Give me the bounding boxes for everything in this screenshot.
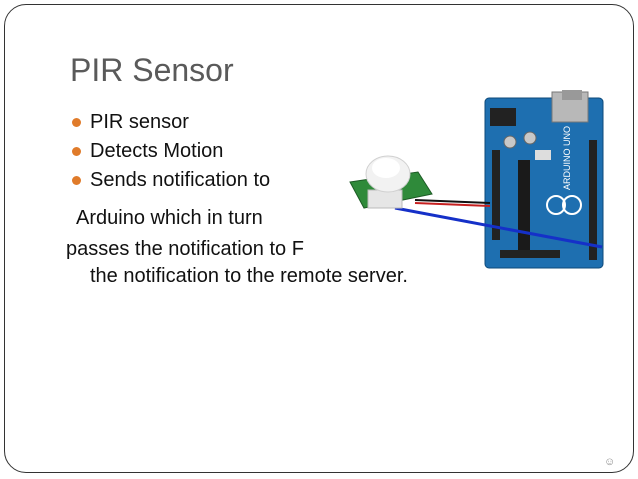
continuation-line-1: Arduino which in turn — [76, 207, 263, 229]
continuation-line-2: passes the notification to F — [66, 238, 304, 260]
bullet-list: PIR sensor Detects Motion Sends notifica… — [72, 108, 270, 195]
bullet-dot-icon — [72, 147, 81, 156]
bullet-text: Sends notification to — [90, 169, 271, 191]
board-text: ARDUINO UNO — [562, 126, 572, 190]
bullet-item: Detects Motion — [72, 137, 270, 166]
bullet-item: PIR sensor — [72, 108, 270, 137]
footer-icon: ☺ — [604, 456, 616, 468]
pir-sensor-image — [349, 155, 433, 209]
slide-title: PIR Sensor — [70, 52, 234, 88]
bullet-item: Sends notification to — [72, 166, 270, 195]
bullet-dot-icon — [72, 176, 81, 185]
pir-arduino-illustration: ARDUINO UNO — [349, 90, 604, 269]
bullet-text: PIR sensor — [90, 111, 189, 133]
arduino-board-image: ARDUINO UNO — [484, 90, 604, 269]
bullet-text: Detects Motion — [90, 140, 224, 162]
bullet-dot-icon — [72, 118, 81, 127]
continuation-line-3: the notification to the remote server. — [90, 265, 408, 287]
